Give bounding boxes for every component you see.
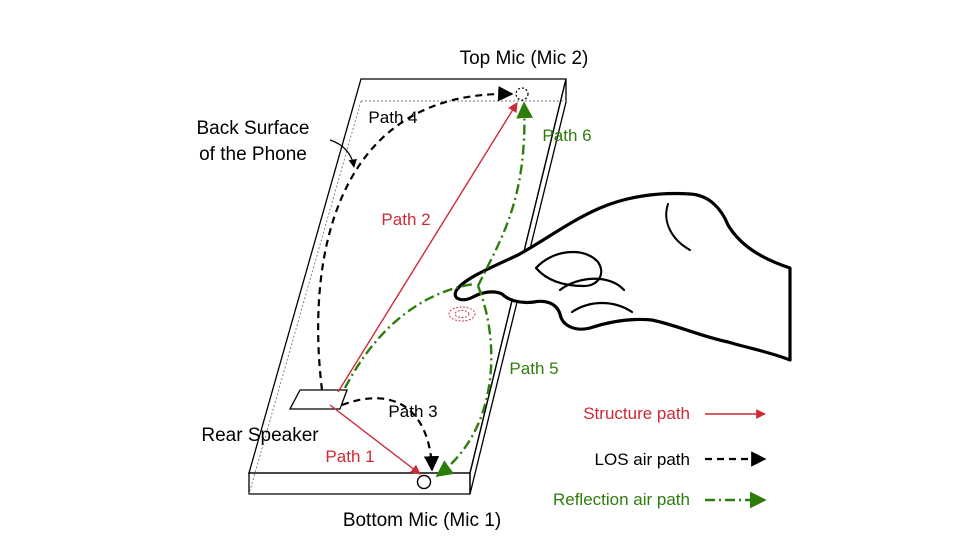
hand-icon [453,191,792,362]
legend-item-reflection: Reflection air path [553,490,767,509]
phone-bottom-face [248,472,471,495]
bottom-mic-label: Bottom Mic (Mic 1) [343,510,501,531]
back-surface-pointer [329,139,357,168]
back-surface-label-line1: Back Surface [197,118,310,139]
reflection-paths [343,101,534,477]
path-2-structure [337,102,518,393]
legend-label-structure: Structure path [583,404,690,423]
legend-label-los: LOS air path [595,450,690,469]
touch-ripple-icon [448,306,476,322]
reflection-speaker-to-finger [343,282,475,389]
path-5-label: Path 5 [509,359,558,378]
phone-body [248,78,567,495]
path-6-label: Path 6 [542,126,591,145]
legend-label-reflection: Reflection air path [553,490,690,509]
rear-speaker-shape [288,389,348,410]
path-2-label: Path 2 [381,210,430,229]
phone-hidden-edges [248,100,566,495]
bottom-mic-icon [416,474,432,490]
path-3-los [341,397,440,472]
path-4-label: Path 4 [368,108,417,127]
path-1-structure [329,404,421,475]
back-surface-label-line2: of the Phone [199,144,307,165]
legend: Structure path LOS air path Reflection a… [553,404,767,509]
legend-item-los: LOS air path [595,450,767,469]
path-4-los [317,85,514,391]
path-1-label: Path 1 [325,447,374,466]
legend-item-structure: Structure path [583,404,766,423]
path-5-reflection [435,285,493,477]
path-3-label: Path 3 [388,402,437,421]
top-mic-label: Top Mic (Mic 2) [460,48,589,69]
top-mic-icon [515,87,529,101]
rear-speaker-label: Rear Speaker [201,425,319,446]
